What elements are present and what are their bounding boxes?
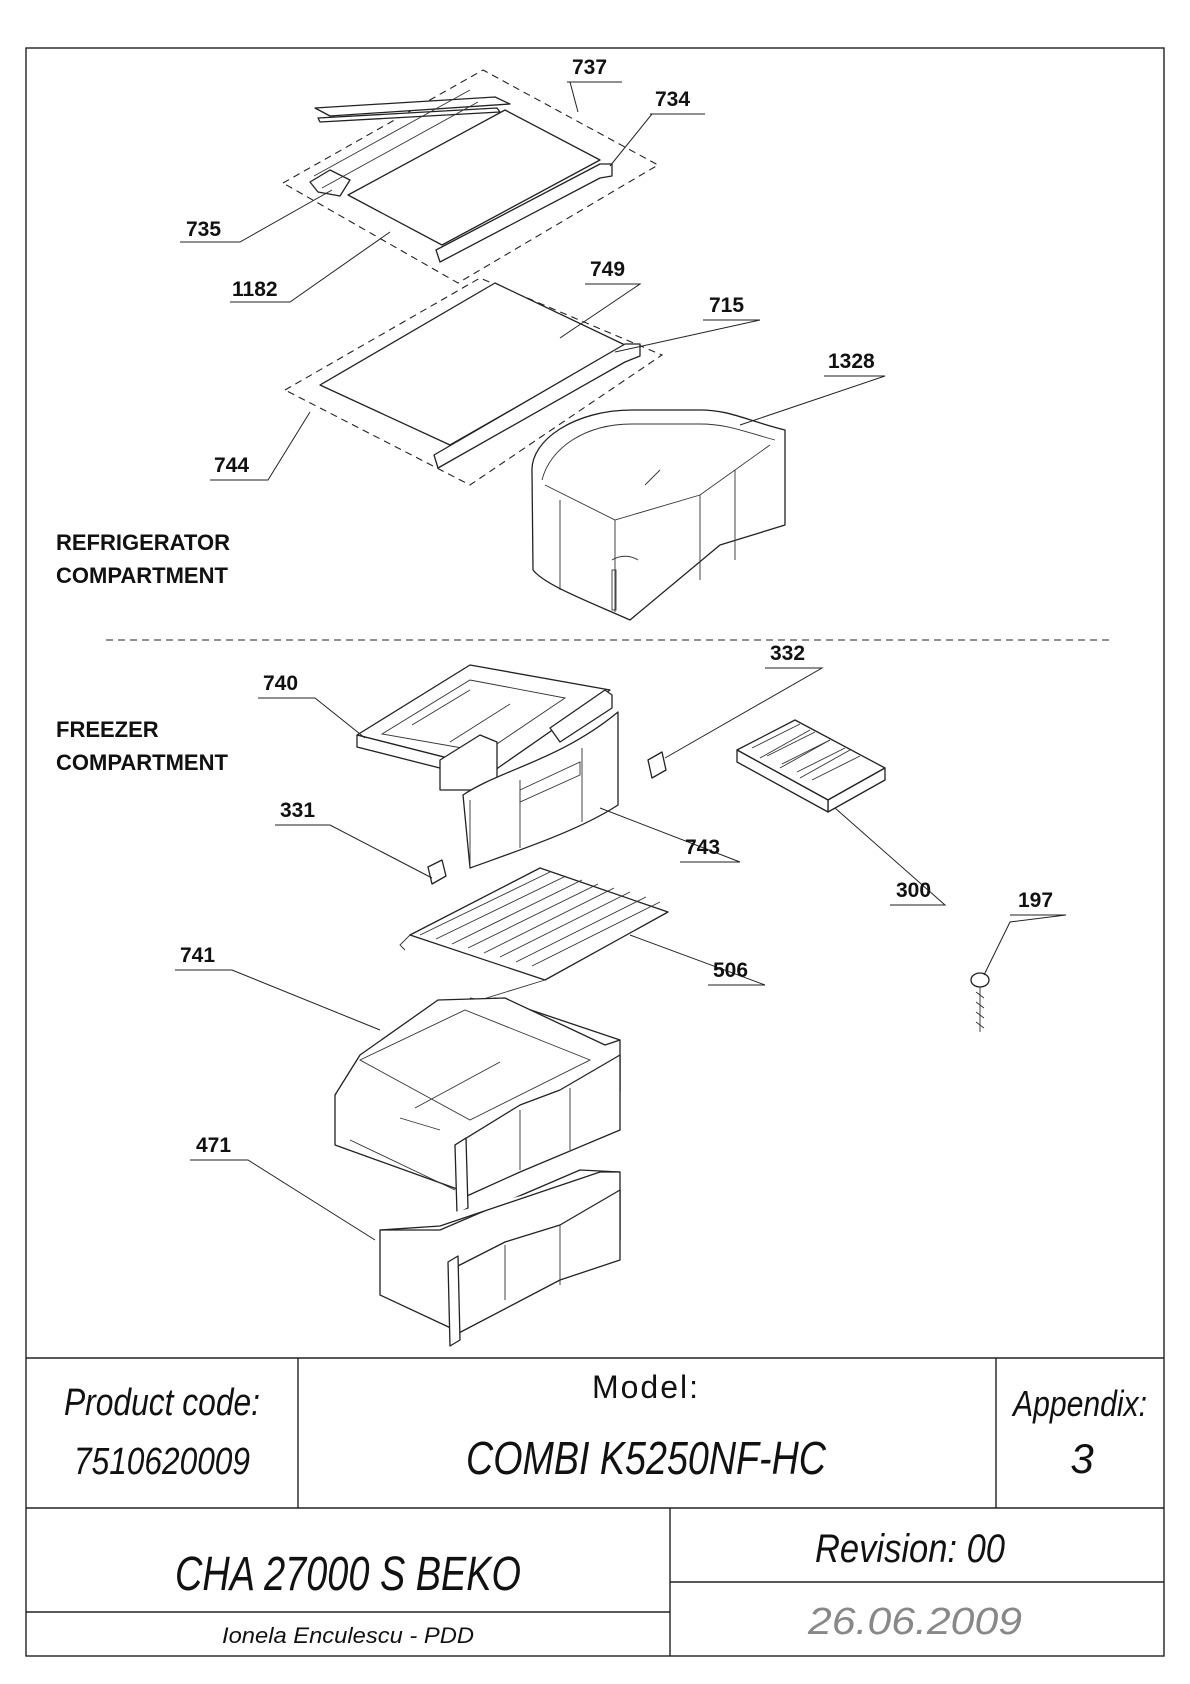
ice-tray-300 [736,719,886,813]
revision: Revision: 00 [815,1527,1005,1571]
part-label-300: 300 [896,879,931,902]
appendix-label: Appendix: [1011,1383,1147,1424]
freezer-label-line2: COMPARTMENT [56,750,228,775]
clip-331 [427,859,447,885]
product-code-label: Product code: [64,1382,260,1424]
part-label-506: 506 [713,959,748,982]
part-numbers: 737 734 735 1182 749 715 1328 744 740 33… [180,56,1053,1157]
lower-shelf-assembly [283,277,664,486]
drawing-frame [25,47,1165,1657]
refrigerator-label-line1: REFRIGERATOR [56,530,230,555]
part-label-734: 734 [655,88,690,111]
shelf-rear-trim [314,96,511,117]
freezer-label-line1: FREEZER [56,717,159,742]
product-code-value: 7510620009 [74,1441,250,1483]
part-label-749: 749 [590,258,625,281]
wire-shelf-506 [399,867,669,1001]
part-label-737: 737 [572,56,607,79]
freezer-drawer-471 [379,1169,621,1347]
chassis-code: CHA 27000 S BEKO [175,1548,521,1601]
appendix-value: 3 [1070,1435,1093,1482]
part-label-1328: 1328 [828,350,875,373]
tray-cover-740 [356,664,613,791]
crisper-bin-1328 [531,409,786,621]
upper-shelf-assembly [281,69,660,284]
refrigerator-label-line2: COMPARTMENT [56,563,228,588]
adjustable-foot-197 [970,972,990,1032]
leader-lines [175,81,1067,1241]
shelf-744-outline [283,277,664,486]
model-value: COMBI K5250NF-HC [466,1432,827,1484]
part-label-744: 744 [214,454,249,477]
part-label-743: 743 [685,836,720,859]
shelf-side-rail [313,89,479,189]
part-label-1182: 1182 [232,278,278,301]
title-block: Product code: 7510620009 Model: COMBI K5… [26,1357,1164,1656]
shelf-left-clip-735 [309,169,351,197]
clip-332 [647,751,667,779]
part-label-197: 197 [1018,889,1053,912]
part-label-471: 471 [196,1134,231,1157]
glass-shelf-1182 [347,109,601,246]
part-label-331: 331 [280,799,315,822]
model-label: Model: [592,1369,700,1405]
date: 26.06.2009 [807,1601,1022,1643]
part-label-715: 715 [709,294,744,317]
freezer-drawer-741 [334,997,621,1215]
part-label-741: 741 [180,944,215,967]
author: Ionela Enculescu - PDD [222,1623,474,1648]
freezer-flap-743 [462,711,619,869]
part-label-735: 735 [186,218,221,241]
part-label-332: 332 [770,642,805,665]
part-label-740: 740 [263,672,298,695]
shelf-front-trim-715 [433,343,641,469]
